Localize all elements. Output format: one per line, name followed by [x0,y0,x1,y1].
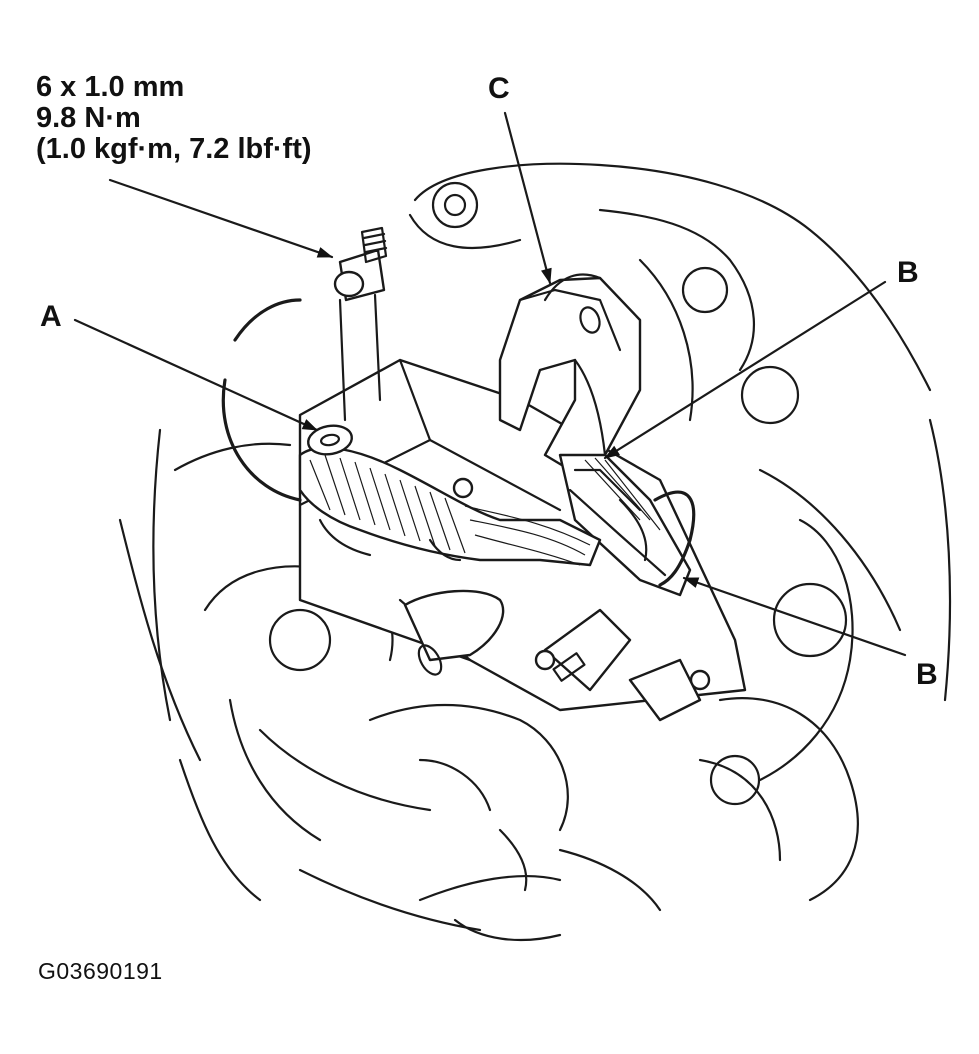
callout-c-label: C [488,72,510,105]
leader-arrows [73,111,907,657]
wire-harness [221,298,602,567]
torque-nm-text: 9.8 N·m [36,102,141,134]
callout-a-label: A [40,300,62,333]
callout-b-lower-label: B [916,658,938,691]
bolt [333,226,388,422]
torque-spec-label: 6 x 1.0 mm 9.8 N·m (1.0 kgf·m, 7.2 lbf·f… [36,72,312,165]
figure-id: G03690191 [38,958,163,984]
callout-b-lower-leader-arrow [682,576,907,657]
callout-a-leader-arrow [73,318,319,432]
callout-c-leader-arrow [503,111,552,285]
harness-connector [558,453,696,597]
bolt-size-text: 6 x 1.0 mm [36,71,185,103]
bolt-spec-leader-arrow [108,178,334,259]
engine-background-outline [118,162,952,942]
callout-b-upper-label: B [897,256,919,289]
callout-b-upper-leader-arrow [603,280,887,460]
torque-alt-units-text: (1.0 kgf·m, 7.2 lbf·ft) [36,133,312,165]
